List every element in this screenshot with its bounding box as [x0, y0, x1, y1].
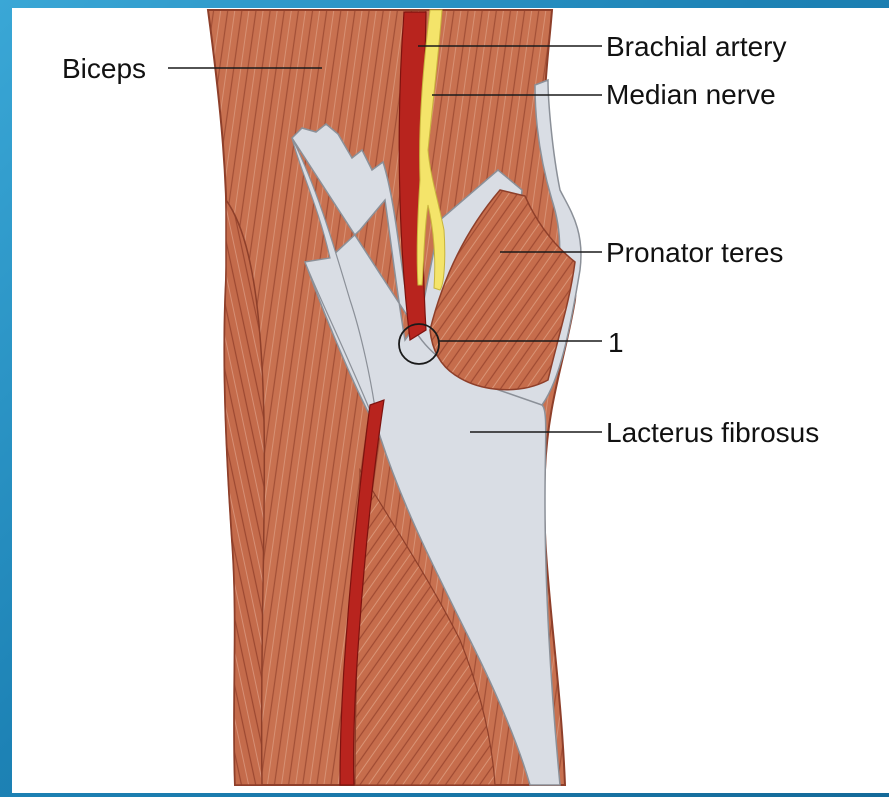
- label-pronator-teres: Pronator teres: [606, 237, 783, 268]
- label-median-nerve: Median nerve: [606, 79, 776, 110]
- label-lacterus-fibrosus: Lacterus fibrosus: [606, 417, 819, 448]
- label-marker-1: 1: [608, 327, 624, 358]
- label-biceps: Biceps: [62, 53, 146, 84]
- label-brachial-artery: Brachial artery: [606, 31, 787, 62]
